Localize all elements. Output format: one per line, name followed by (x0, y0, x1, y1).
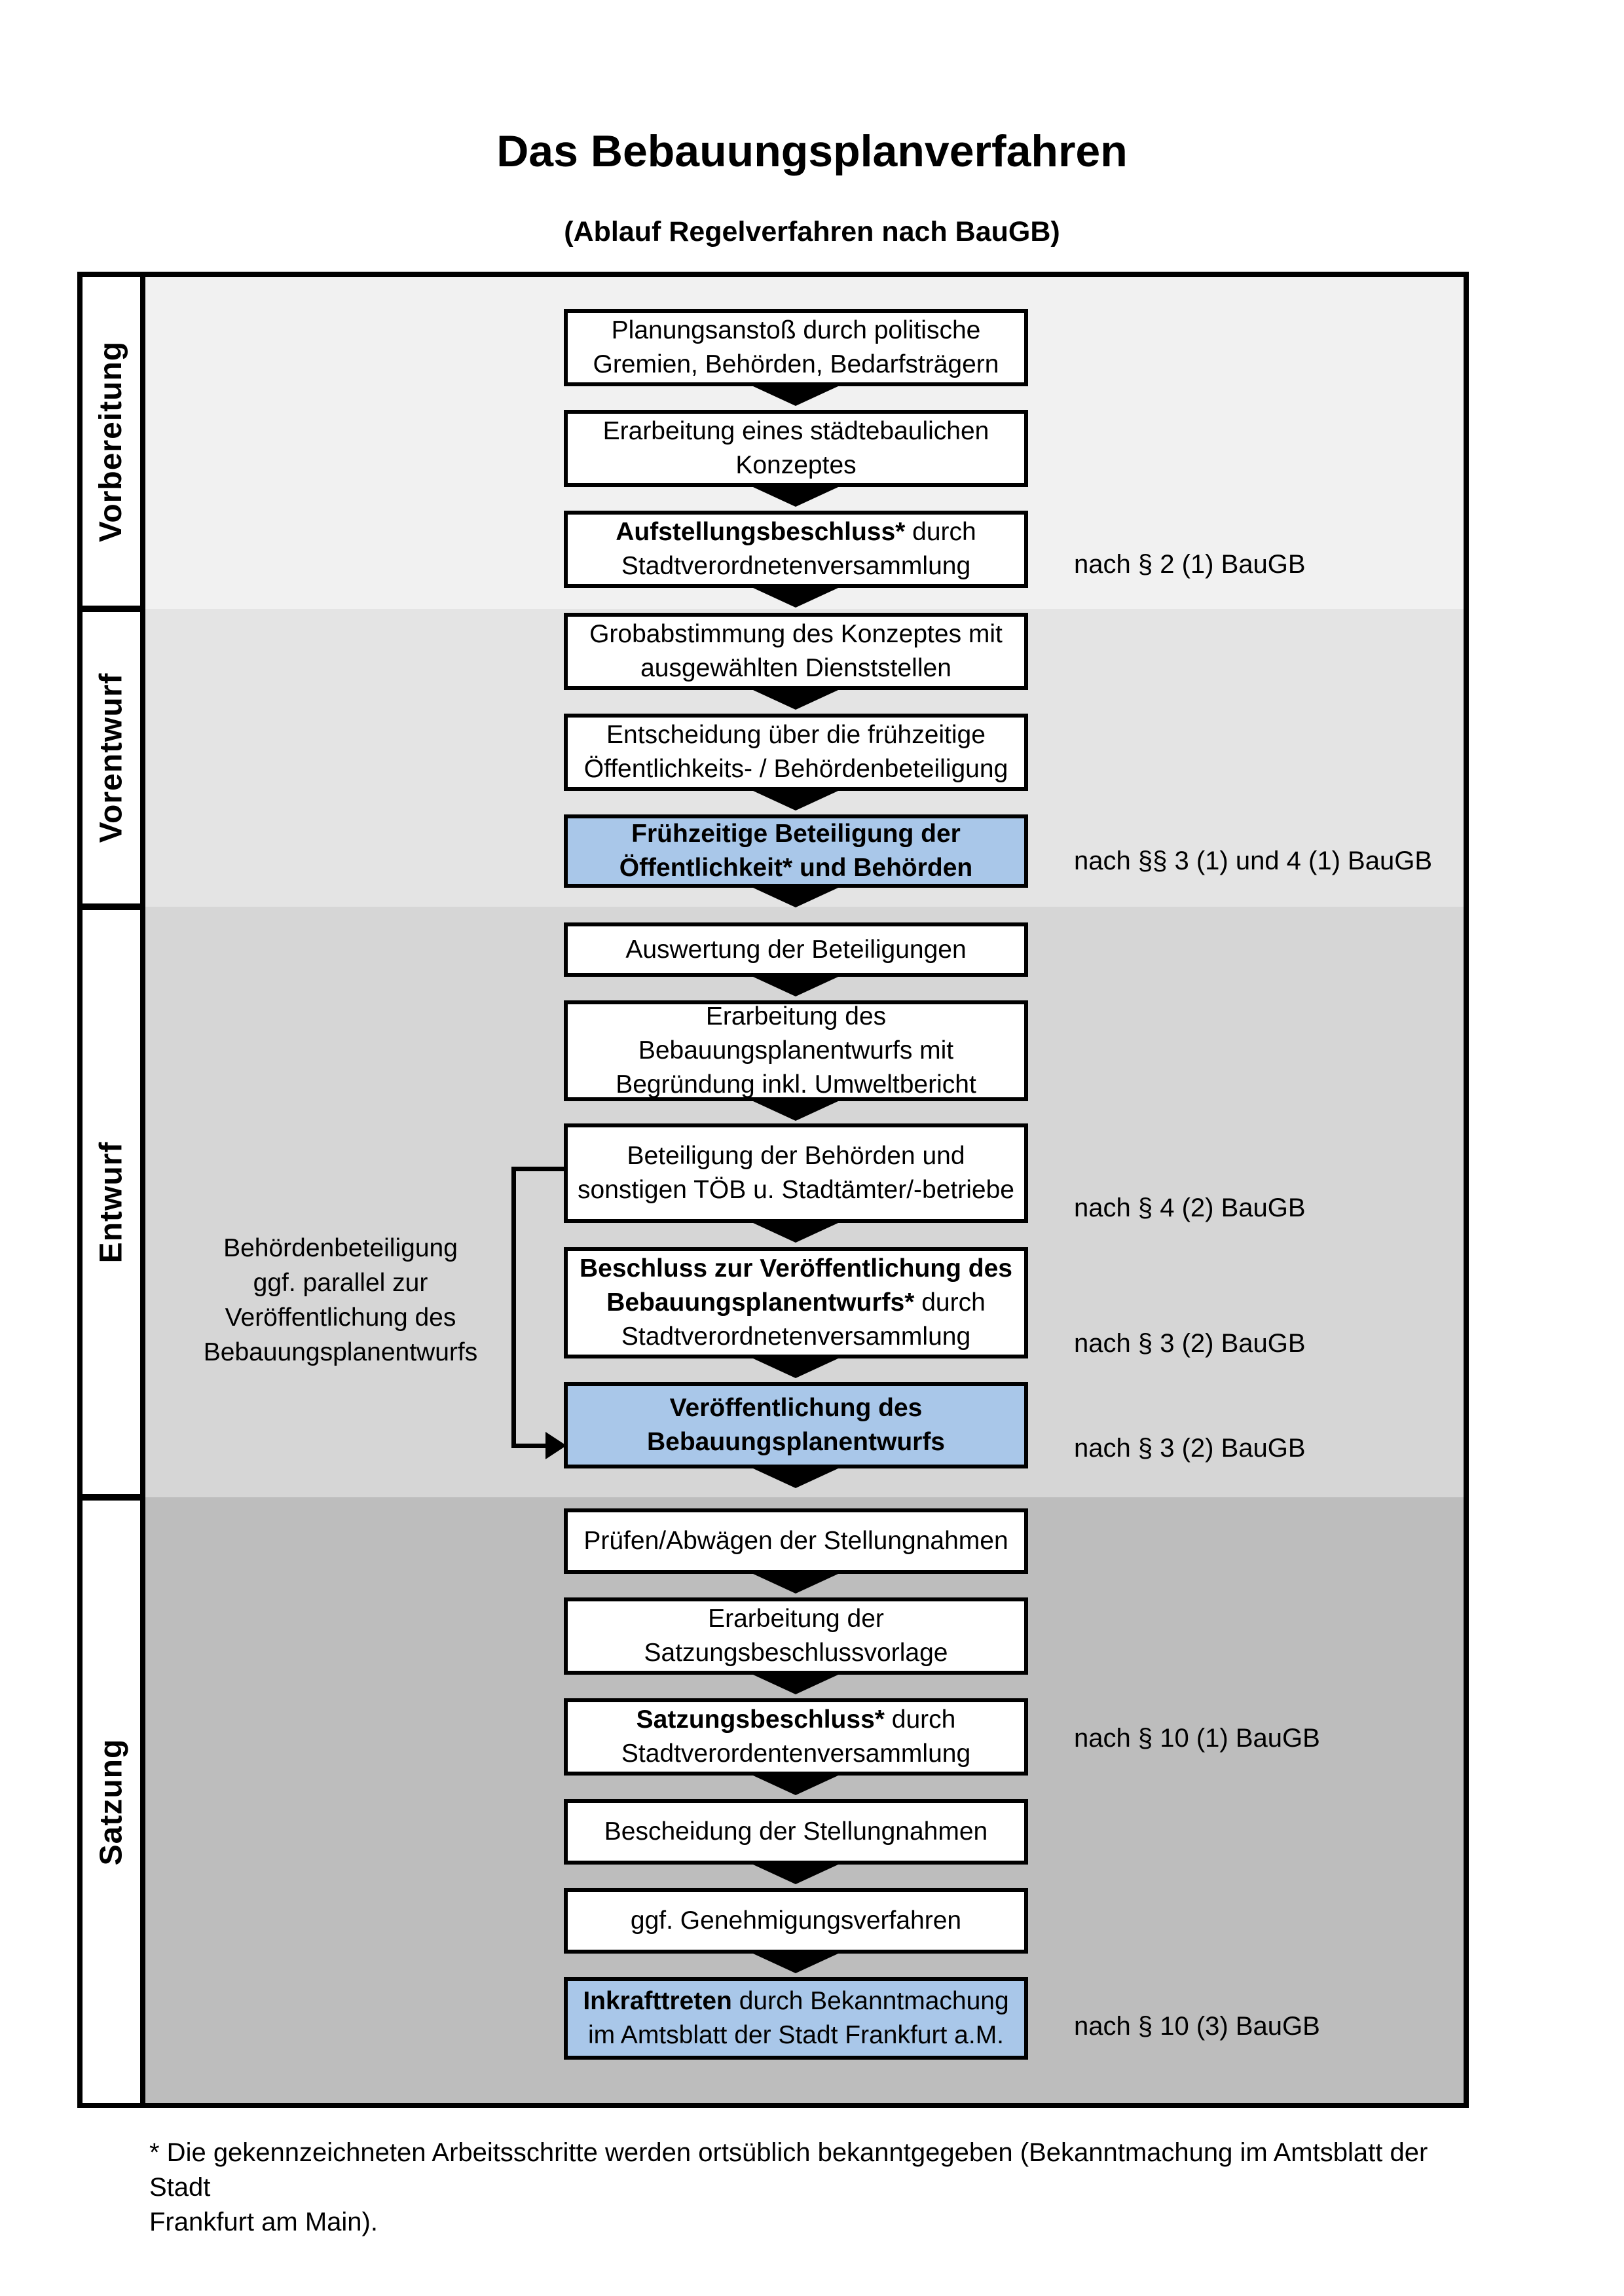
process-box: Erarbeitung der Satzungsbeschlussvorlage (564, 1597, 1028, 1675)
process-box: Bescheidung der Stellungnahmen (564, 1799, 1028, 1865)
legal-reference: nach § 3 (2) BauGB (1074, 1434, 1306, 1463)
phase-label-satzung: Satzung (94, 1738, 129, 1865)
arrow-down-icon (753, 888, 838, 907)
legal-reference: nach § 10 (3) BauGB (1074, 2012, 1320, 2041)
process-box: Beschluss zur Veröffentlichung des Bebau… (564, 1247, 1028, 1358)
row-divider (77, 903, 145, 910)
process-box: Planungsanstoß durch politische Gremien,… (564, 309, 1028, 386)
process-box: Auswertung der Beteiligungen (564, 922, 1028, 977)
phase-label-entwurf: Entwurf (94, 1141, 129, 1263)
connector-elbow-arrow (511, 1444, 545, 1448)
arrow-down-icon (753, 1675, 838, 1694)
arrow-down-icon (753, 1954, 838, 1973)
process-box: Erarbeitung eines städtebaulichen Konzep… (564, 410, 1028, 487)
process-box: Grobabstimmung des Konzeptes mit ausgewä… (564, 613, 1028, 690)
process-box: Satzungsbeschluss* durch Stadtverordente… (564, 1698, 1028, 1776)
process-box: Aufstellungsbeschluss* durch Stadtverord… (564, 511, 1028, 588)
row-divider (77, 606, 145, 612)
arrow-down-icon (753, 1101, 838, 1121)
legal-reference: nach § 10 (1) BauGB (1074, 1724, 1320, 1753)
process-box: ggf. Genehmigungsverfahren (564, 1888, 1028, 1954)
arrow-down-icon (753, 690, 838, 710)
arrow-down-icon (753, 386, 838, 406)
arrow-down-icon (753, 1223, 838, 1243)
footnote: * Die gekennzeichneten Arbeitsschritte w… (149, 2138, 1428, 2236)
process-box: Entscheidung über die frühzeitige Öffent… (564, 714, 1028, 791)
arrow-down-icon (753, 1574, 838, 1594)
arrow-down-icon (753, 1776, 838, 1795)
legal-reference: nach § 3 (2) BauGB (1074, 1329, 1306, 1358)
process-box-highlighted: Veröffentlichung des Bebauungsplanentwur… (564, 1382, 1028, 1468)
connector-elbow-arrow (511, 1167, 564, 1171)
side-note: Behördenbeteiligung ggf. parallel zur Ve… (203, 1234, 478, 1366)
legal-reference: nach § 2 (1) BauGB (1074, 550, 1306, 579)
arrow-right-icon (545, 1432, 566, 1459)
page-subtitle: (Ablauf Regelverfahren nach BauGB) (564, 216, 1060, 247)
arrow-down-icon (753, 1468, 838, 1488)
row-divider (77, 1494, 145, 1501)
label-column-separator (140, 272, 145, 2108)
arrow-down-icon (753, 977, 838, 996)
process-box: Prüfen/Abwägen der Stellungnahmen (564, 1508, 1028, 1574)
arrow-down-icon (753, 588, 838, 608)
connector-elbow-arrow (511, 1167, 516, 1448)
phase-label-vorbereitung: Vorbereitung (94, 340, 129, 542)
process-box-highlighted: Inkrafttreten durch Bekanntmachung im Am… (564, 1977, 1028, 2060)
arrow-down-icon (753, 791, 838, 811)
process-box: Beteiligung der Behörden und sonstigen T… (564, 1123, 1028, 1223)
arrow-down-icon (753, 1358, 838, 1378)
page-title: Das Bebauungsplanverfahren (496, 126, 1128, 176)
legal-reference: nach §§ 3 (1) und 4 (1) BauGB (1074, 847, 1432, 875)
arrow-down-icon (753, 487, 838, 507)
arrow-down-icon (753, 1865, 838, 1884)
legal-reference: nach § 4 (2) BauGB (1074, 1194, 1306, 1222)
phase-label-vorentwurf: Vorentwurf (94, 672, 129, 843)
process-box: Erarbeitung des Bebauungsplanentwurfs mi… (564, 1000, 1028, 1101)
process-box-highlighted: Frühzeitige Beteiligung der Öffentlichke… (564, 814, 1028, 888)
